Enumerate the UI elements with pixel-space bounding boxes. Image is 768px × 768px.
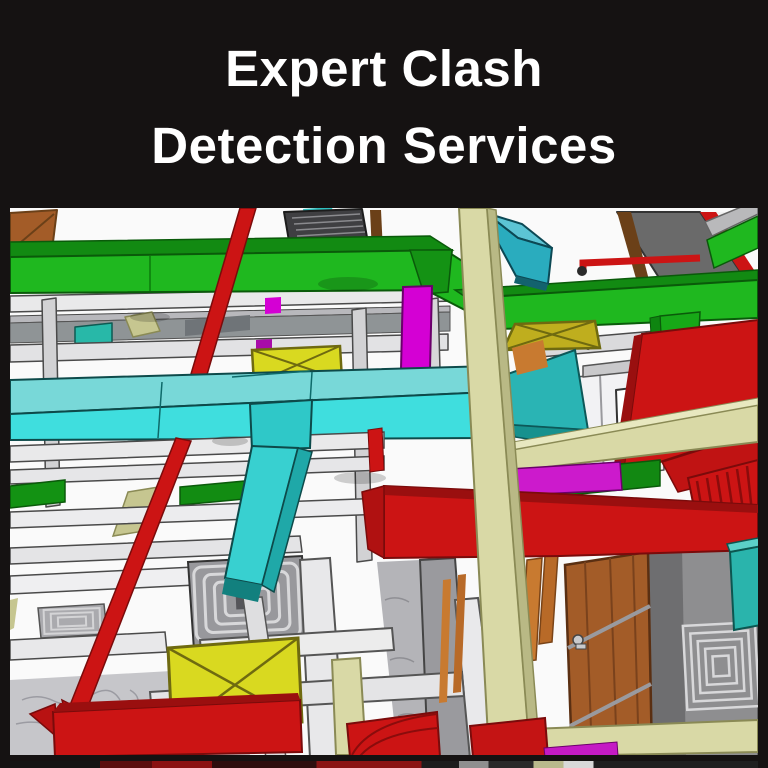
- title-line-1: Expert Clash: [225, 40, 543, 97]
- title-line-2: Detection Services: [151, 117, 617, 174]
- frame-edge-sliver: [10, 761, 758, 768]
- gray-wall: [647, 534, 758, 755]
- diffuser-coil-small: [37, 603, 108, 639]
- teal-box: [725, 537, 758, 632]
- timber-studs: [439, 340, 559, 703]
- yellow-flex-center: [501, 319, 602, 352]
- shadow-smudges: [130, 277, 386, 484]
- bim-render-image: [10, 208, 758, 755]
- wood-door: [563, 550, 654, 755]
- magenta-riser-panel: [399, 284, 434, 371]
- door-handle-icon: [572, 634, 587, 650]
- sprinkler-pipe: [577, 254, 701, 276]
- title-block: Expert Clash Detection Services: [0, 0, 768, 208]
- cyan-drop-duct: [222, 398, 314, 602]
- bottom-red-ducts: [28, 693, 619, 755]
